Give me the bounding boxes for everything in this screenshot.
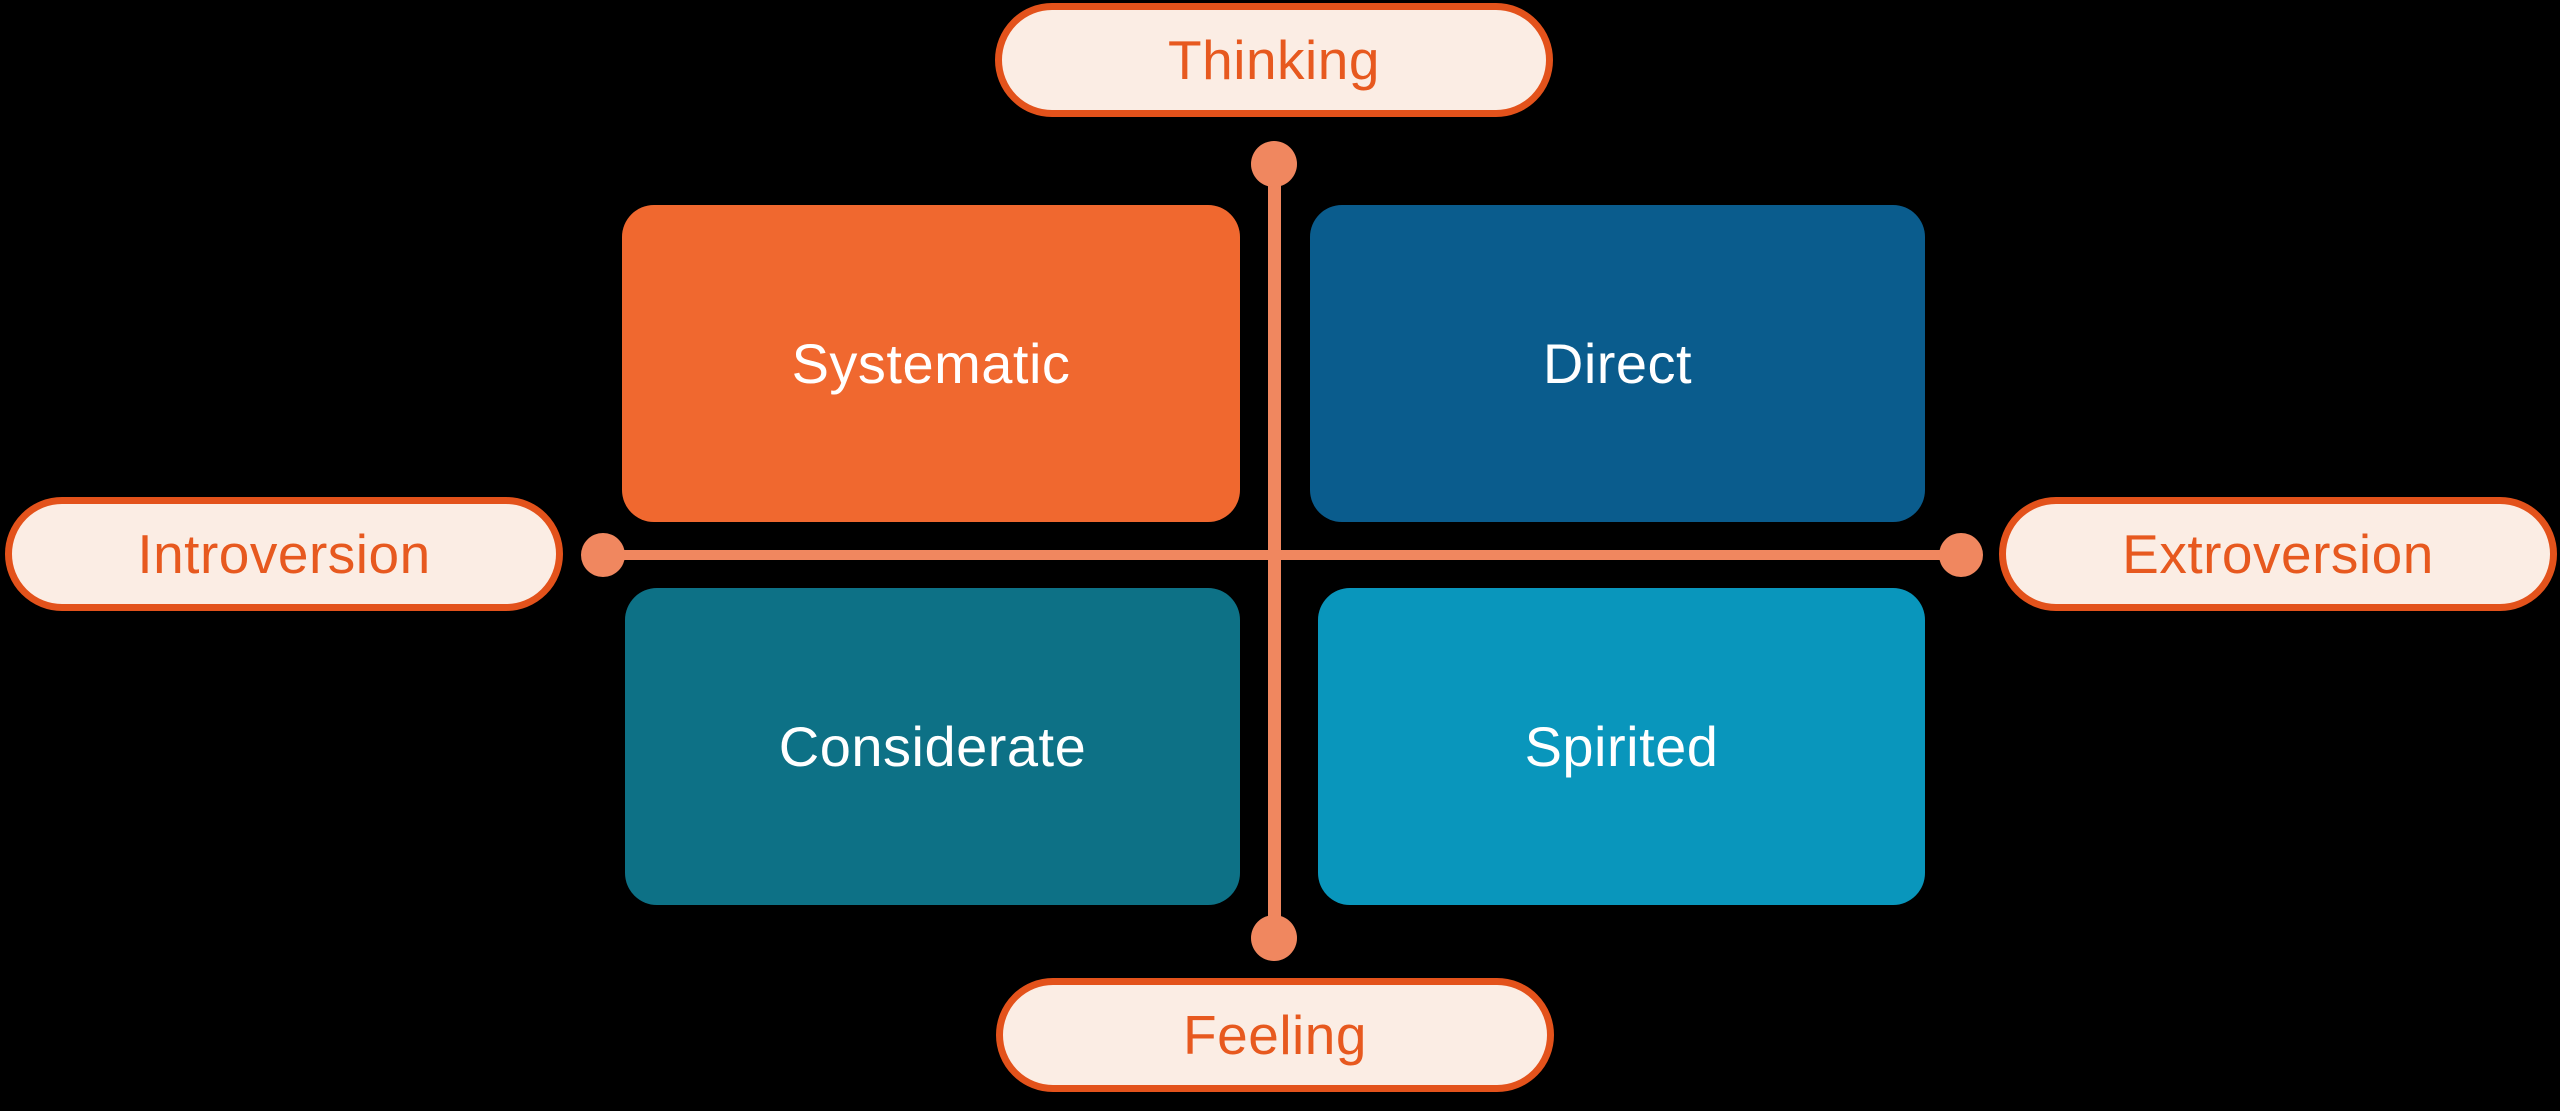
quadrant-spirited-label: Spirited [1524,715,1719,778]
quadrant-spirited: Spirited [1318,588,1925,905]
quadrant-systematic: Systematic [622,205,1240,522]
quadrant-considerate-label: Considerate [778,715,1087,778]
quadrant-systematic-label: Systematic [791,332,1071,395]
axis-dot-bottom [1251,915,1297,961]
quadrant-direct: Direct [1310,205,1925,522]
axis-dot-left [581,533,625,577]
quadrant-direct-label: Direct [1542,332,1693,395]
quadrant-considerate: Considerate [625,588,1240,905]
axis-label-introversion: Introversion [137,523,431,585]
axis-dot-right [1939,533,1983,577]
axis-dot-top [1251,141,1297,187]
horizontal-axis-line [603,550,1961,560]
axis-pill-thinking: Thinking [995,3,1553,117]
axis-pill-feeling: Feeling [996,978,1554,1092]
axis-pill-introversion: Introversion [5,497,563,611]
axis-pill-extroversion: Extroversion [1999,497,2557,611]
axis-label-thinking: Thinking [1168,29,1380,91]
axis-label-extroversion: Extroversion [2122,523,2434,585]
axis-label-feeling: Feeling [1183,1004,1367,1066]
